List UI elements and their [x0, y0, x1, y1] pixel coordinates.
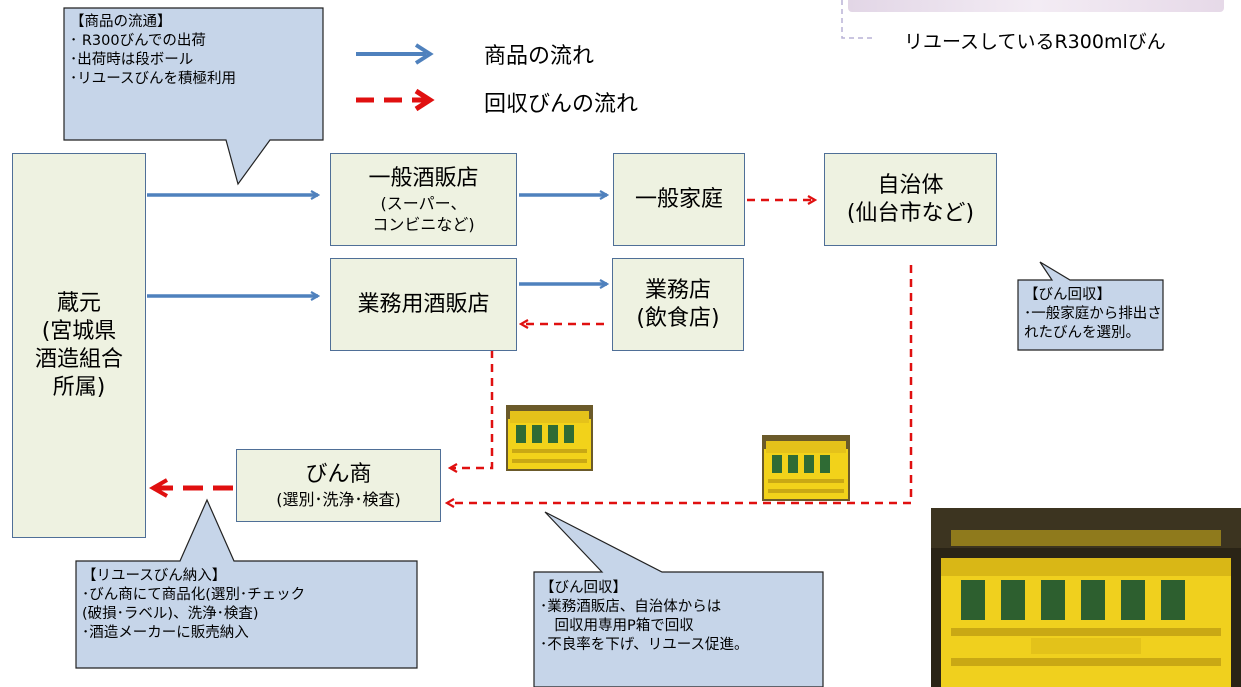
return-business-store-to-dealer — [450, 350, 494, 468]
photo-caption-bracket — [841, 0, 872, 39]
return-municipality-to-dealer — [447, 265, 913, 503]
node-bottle-dealer: びん商 (選別･洗浄･検査) — [236, 449, 441, 522]
callout-shape-household-collection — [1017, 261, 1164, 351]
crate-photo-small-1 — [506, 405, 593, 471]
legend-product-flow-arrow — [356, 43, 434, 65]
callout-shape-product-distribution — [63, 7, 324, 186]
node-household: 一般家庭 — [613, 153, 745, 246]
crate-photo-large — [931, 508, 1241, 687]
node-brewery: 蔵元(宮城県 酒造組合所属) — [12, 153, 146, 538]
node-municipality: 自治体(仙台市など) — [824, 153, 997, 246]
legend-return-flow-label: 回収びんの流れ — [484, 92, 639, 117]
node-business-liquor-store: 業務用酒販店 — [330, 258, 517, 351]
crate-photo-small-2 — [762, 435, 850, 501]
legend-return-flow-arrow — [356, 88, 435, 112]
node-general-liquor-store: 一般酒販店 (スーパー、 コンビニなど) — [330, 153, 517, 246]
callout-business-collection: 【びん回収】･業務酒販店、自治体からは 回収用専用P箱で回収･不良率を下げ、リユ… — [540, 580, 749, 653]
callout-shape-reuse-delivery — [75, 498, 418, 669]
callout-product-distribution: 【商品の流通】･ R300びんでの出荷 ･出荷時は段ボール･リユースびんを積極利… — [70, 14, 237, 87]
legend-product-flow-label: 商品の流れ — [484, 44, 595, 69]
bottle-photo — [848, 0, 1224, 12]
photo-caption: リユースしているR300mlびん — [904, 31, 1166, 53]
node-business-shop: 業務店(飲食店) — [612, 258, 744, 351]
callout-shape-business-collection — [533, 511, 824, 687]
callout-household-collection: 【びん回収】･一般家庭から排出さ れたびんを選別。 — [1024, 287, 1162, 341]
callout-reuse-delivery: 【リユースびん納入】･びん商にて商品化(選別･チェック (破損･ラベル)、洗浄･… — [82, 568, 306, 641]
